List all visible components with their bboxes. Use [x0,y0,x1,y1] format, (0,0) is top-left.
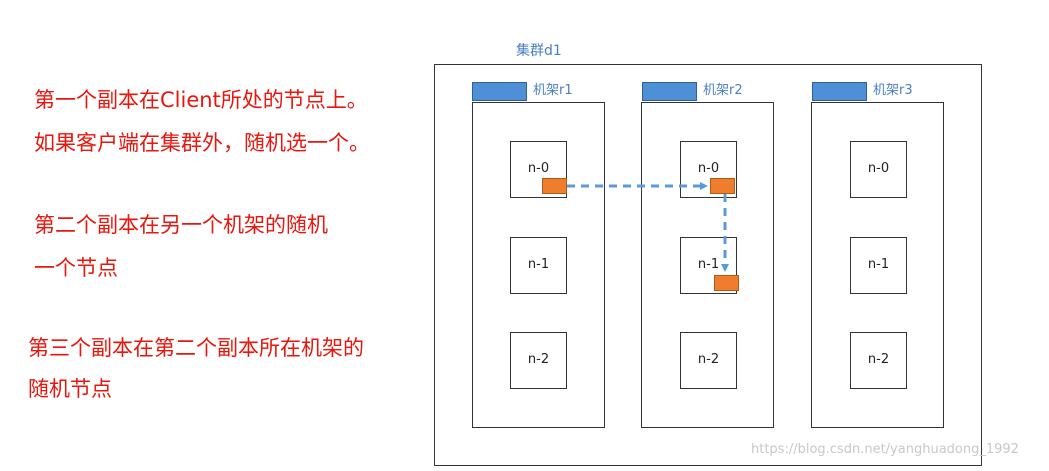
note-second-replica-line2: 一个节点 [34,256,118,280]
replica-block-3 [714,275,739,291]
rack-label-r2: 机架r2 [703,83,743,98]
node-r3-n2 [850,332,907,389]
note-third-replica-line2: 随机节点 [28,377,112,401]
node-label-r1-n0: n-0 [527,161,550,176]
rack-label-r3: 机架r3 [873,83,913,98]
node-label-r2-n1: n-1 [697,257,720,272]
node-label-r2-n2: n-2 [697,352,720,367]
node-label-r1-n1: n-1 [527,257,550,272]
node-r1-n1 [510,237,567,294]
replica-block-2 [710,178,735,194]
rack-r2 [641,102,774,428]
node-r1-n0 [510,141,567,198]
cluster-label: 集群d1 [516,43,562,59]
node-r1-n2 [510,332,567,389]
note-third-replica-line1: 第三个副本在第二个副本所在机架的 [28,336,364,360]
note-second-replica-line1: 第二个副本在另一个机架的随机 [34,213,328,237]
node-r3-n0 [850,141,907,198]
node-r2-n2 [680,332,737,389]
note-first-replica-line1: 第一个副本在Client所处的节点上。 [34,88,368,112]
node-label-r3-n0: n-0 [867,161,890,176]
rack-tag-r3 [812,82,867,101]
node-label-r3-n2: n-2 [867,352,890,367]
rack-tag-r1 [472,82,527,101]
note-first-replica-line2: 如果客户端在集群外，随机选一个。 [34,131,370,155]
rack-r3 [811,102,944,428]
rack-r1 [472,102,605,428]
node-label-r1-n2: n-2 [527,352,550,367]
replica-block-1 [542,178,567,194]
node-r3-n1 [850,237,907,294]
cluster-box [434,64,982,466]
watermark-url: https://blog.csdn.net/yanghuadong_1992 [751,442,1019,457]
node-label-r3-n1: n-1 [867,257,890,272]
rack-tag-r2 [642,82,697,101]
rack-label-r1: 机架r1 [533,83,573,98]
node-label-r2-n0: n-0 [697,161,720,176]
